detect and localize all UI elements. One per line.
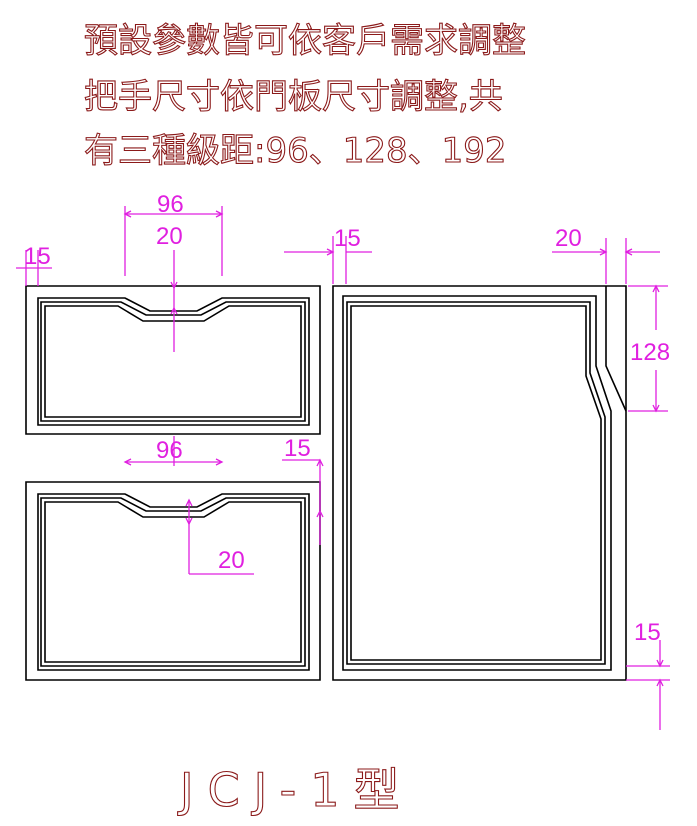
middle-gap-bottom-label: 15 [284, 435, 311, 462]
dimension-right-bottom-margin: 15 [626, 619, 670, 730]
top-handle-depth-label: 20 [156, 223, 183, 250]
dimension-top-handle-depth: 20 [156, 223, 183, 352]
bottom-handle-width-label: 96 [156, 437, 183, 464]
dimension-left-frame-margin: 15 [16, 243, 52, 286]
left-frame-margin-label: 15 [24, 243, 51, 270]
right-door-panel [332, 285, 627, 681]
note-line-2: 把手尺寸依門板尺寸調整,共 [84, 77, 503, 117]
top-left-drawer-panel [25, 285, 321, 435]
right-handle-length-label: 128 [630, 339, 670, 366]
right-groove-width-label: 20 [555, 225, 582, 252]
right-bottom-margin-label: 15 [634, 619, 661, 646]
dimension-middle-gap-top: 15 [284, 225, 372, 284]
dimension-top-handle-width: 96 [123, 191, 224, 276]
model-name: JCJ-1型 [177, 763, 413, 817]
note-line-1: 預設參數皆可依客戶需求調整 [84, 21, 526, 61]
dimension-bottom-handle-depth: 20 [185, 498, 254, 575]
top-handle-width-label: 96 [157, 191, 184, 218]
dimension-right-groove-width: 20 [552, 225, 660, 284]
bottom-handle-depth-label: 20 [218, 547, 245, 574]
note-line-3: 有三種級距:96、128、192 [84, 131, 507, 171]
dimension-bottom-handle-width: 96 [123, 436, 224, 466]
dimension-middle-gap-bottom: 15 [282, 435, 324, 545]
bottom-left-drawer-panel [25, 481, 321, 681]
dimension-right-handle-length: 128 [628, 284, 670, 413]
middle-gap-top-label: 15 [334, 225, 361, 252]
